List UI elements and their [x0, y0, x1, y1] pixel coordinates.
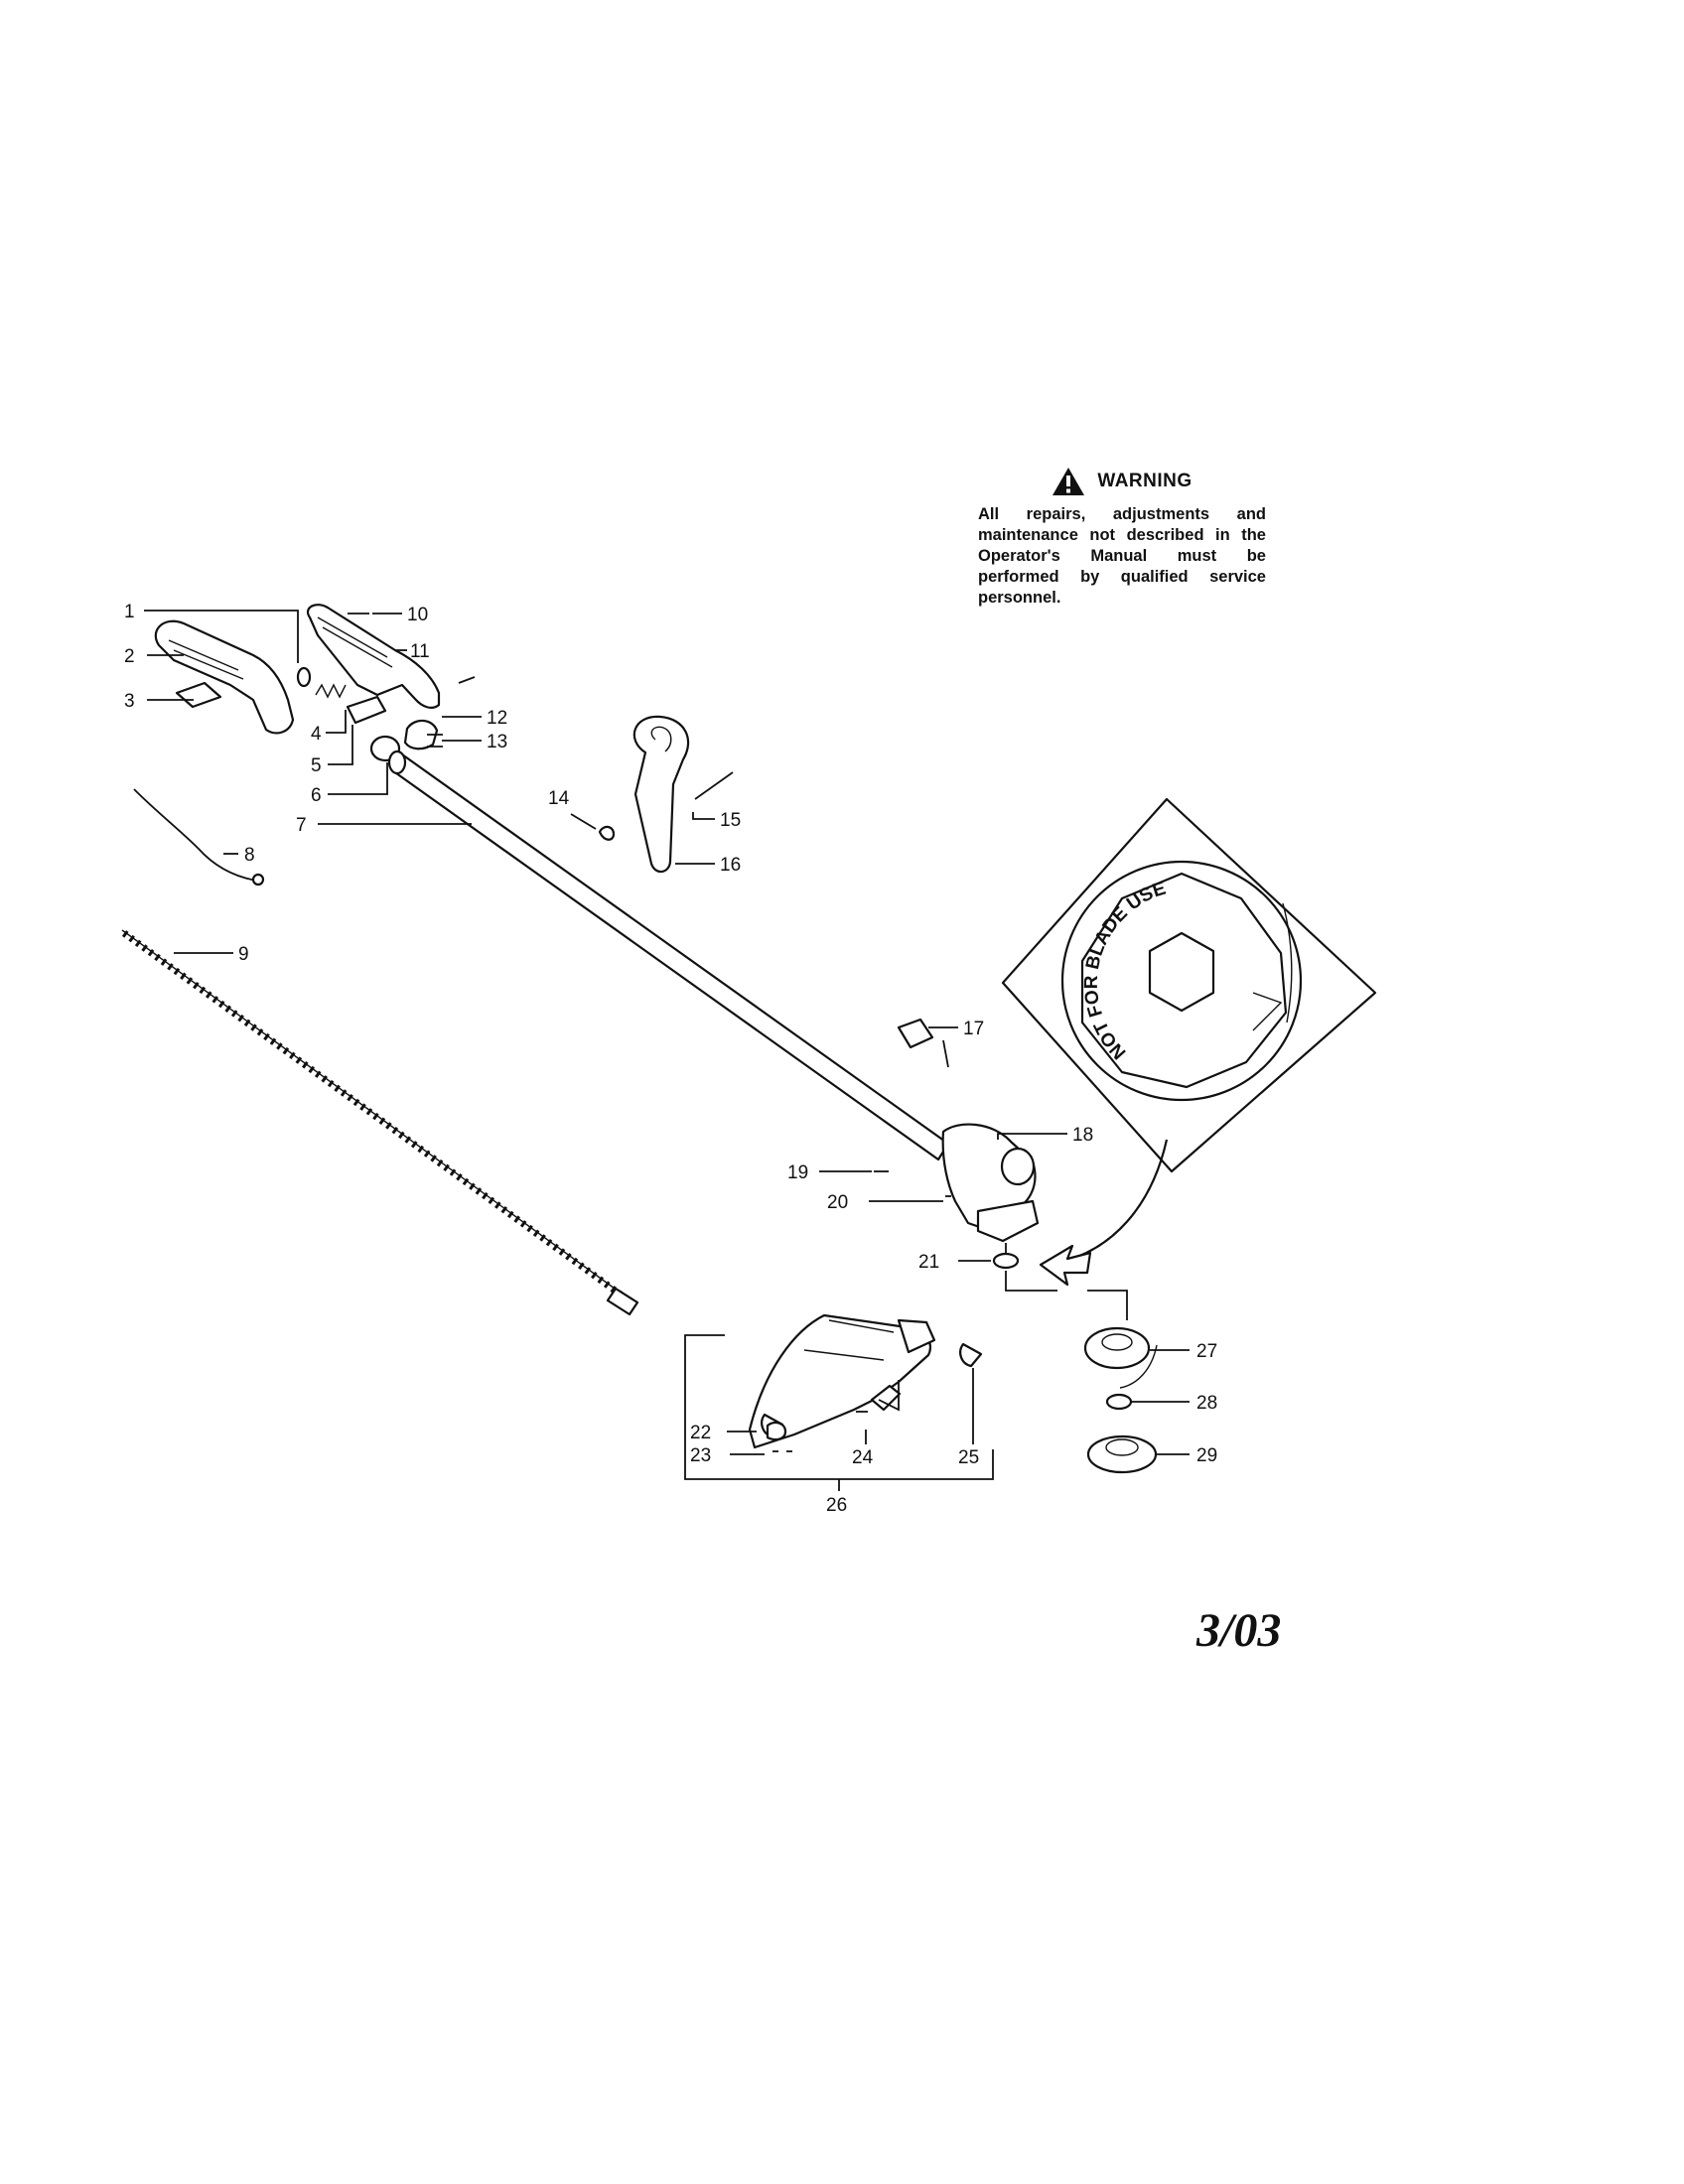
nut-29: [1086, 1434, 1158, 1474]
warning-triangle-icon: [1052, 468, 1085, 495]
part-label-16: 16: [720, 855, 741, 876]
handle-left-half: [154, 619, 295, 735]
flex-drive-shaft: [121, 929, 639, 1316]
spring: [315, 683, 347, 699]
warning-header: WARNING: [978, 467, 1266, 496]
part-labels: 1 2 3 4 5 6 7 8 9 10 11 12 13 14 15 16 1…: [124, 602, 1217, 1516]
guard-assembly: [748, 1313, 983, 1452]
switch: [175, 681, 222, 709]
washer: [296, 666, 312, 688]
part-label-20: 20: [827, 1192, 848, 1213]
part-label-6: 6: [311, 785, 322, 806]
part-label-18: 18: [1072, 1125, 1093, 1146]
cable-end: [251, 873, 265, 887]
part-label-7: 7: [296, 815, 307, 836]
clamp: [403, 719, 439, 751]
inset-arrow: [1056, 1139, 1169, 1265]
part-label-17: 17: [963, 1019, 984, 1039]
part-label-29: 29: [1196, 1445, 1217, 1466]
part-label-14: 14: [548, 788, 570, 809]
date-stamp: 3/03: [1196, 1604, 1282, 1657]
shield-bracket: [897, 1018, 934, 1049]
trigger: [346, 695, 387, 725]
handle-assembly: [154, 604, 476, 762]
part-label-11: 11: [410, 641, 430, 662]
part-label-9: 9: [238, 944, 249, 965]
part-label-8: 8: [244, 845, 255, 866]
part-label-21: 21: [918, 1252, 939, 1273]
throttle-cable: [133, 788, 264, 883]
part-label-3: 3: [124, 691, 135, 712]
part-label-13: 13: [487, 732, 507, 752]
clamp-25: [959, 1342, 983, 1368]
part-label-26: 26: [826, 1495, 847, 1516]
screws-13: [427, 734, 443, 748]
spool-27: [1083, 1326, 1151, 1370]
part-label-22: 22: [690, 1423, 711, 1443]
part-label-27: 27: [1196, 1341, 1217, 1362]
part-label-2: 2: [124, 646, 135, 667]
leader-lines: [144, 610, 1190, 1491]
trimmer-head-inset: [1001, 797, 1377, 1173]
part-label-24: 24: [852, 1447, 874, 1468]
washer-21: [992, 1252, 1020, 1270]
screw-extra: [458, 676, 476, 684]
clamp-14: [598, 825, 616, 841]
inset-arrow-head: [1039, 1244, 1092, 1287]
part-label-4: 4: [311, 724, 322, 745]
part-label-10: 10: [407, 605, 428, 625]
part-label-28: 28: [1196, 1393, 1217, 1414]
drive-tube: [387, 750, 950, 1161]
warning-title: WARNING: [1097, 471, 1193, 491]
part-label-12: 12: [487, 708, 507, 729]
warning-box: WARNING All repairs, adjustments and mai…: [978, 467, 1266, 609]
assist-handle: [632, 715, 734, 874]
part-label-5: 5: [311, 755, 322, 776]
part-label-19: 19: [787, 1162, 808, 1183]
clip-22: [766, 1422, 787, 1441]
washer-28: [1105, 1393, 1133, 1411]
gear-head: [874, 1018, 1040, 1270]
part-label-25: 25: [958, 1447, 979, 1468]
part-label-15: 15: [720, 810, 741, 831]
trimmer-spool-parts: [1083, 1326, 1158, 1474]
part-label-23: 23: [690, 1445, 711, 1466]
warning-text: All repairs, adjustments and maintenance…: [978, 505, 1266, 607]
part-label-1: 1: [124, 602, 135, 622]
